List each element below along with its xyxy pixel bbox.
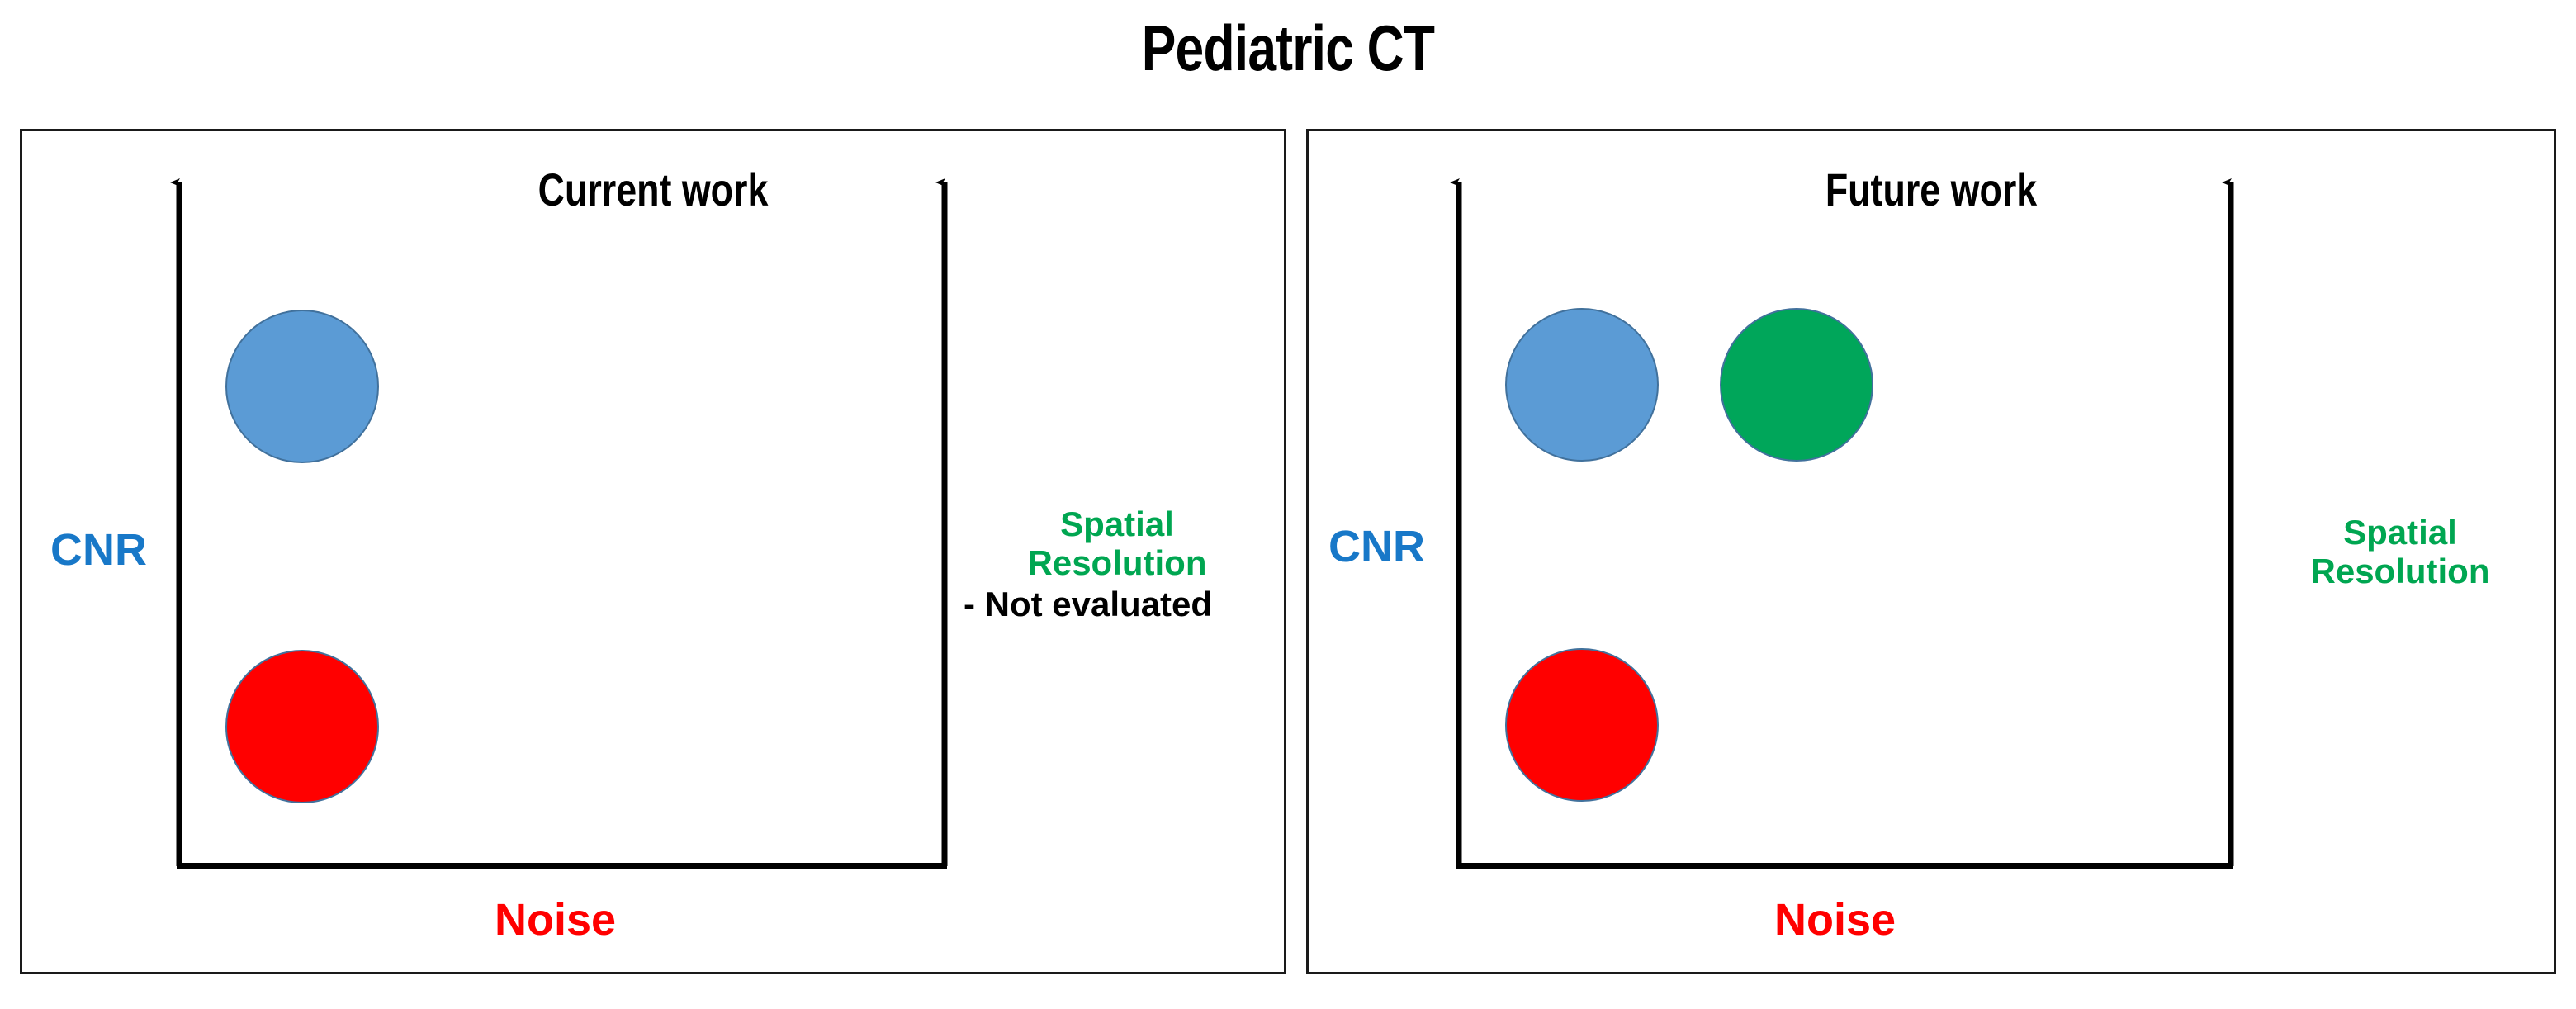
cnr-bubble <box>1505 308 1659 462</box>
page-title: Pediatric CT <box>1141 12 1435 84</box>
noise-bubble <box>225 650 379 803</box>
panel-title-future-work: Future work <box>1825 163 2038 216</box>
cnr-bubble <box>225 310 379 463</box>
secondary-axis-label-group: Spatial Resolution - Not evaluated <box>964 504 1271 623</box>
secondary-axis-label-group: Spatial Resolution <box>2250 513 2550 590</box>
spatial-bubble <box>1720 308 1873 462</box>
x-axis-label-noise: Noise <box>495 895 617 945</box>
secondary-axis-note: - Not evaluated <box>964 585 1213 624</box>
y-axis-label-cnr: CNR <box>1328 522 1425 571</box>
secondary-axis-label-line1: Spatial <box>2343 513 2457 552</box>
x-axis-label-noise: Noise <box>1774 895 1896 945</box>
plot-area-current-work: CNR Noise Spatial Resolution - Not evalu… <box>22 131 1284 972</box>
panel-current-work: Current work CNR Noise <box>20 129 1286 974</box>
secondary-axis-label-line1: Spatial <box>1060 504 1174 543</box>
panel-title-current-work: Current work <box>537 163 769 216</box>
plot-area-future-work: CNR Noise Spatial Resolution <box>1309 131 2554 972</box>
panel-future-work: Future work CNR Noise Spatial <box>1306 129 2556 974</box>
secondary-axis-label-line2: Resolution <box>2310 552 2490 591</box>
noise-bubble <box>1505 648 1659 802</box>
y-axis-label-cnr: CNR <box>50 525 147 575</box>
secondary-axis-label-line2: Resolution <box>1027 543 1207 583</box>
